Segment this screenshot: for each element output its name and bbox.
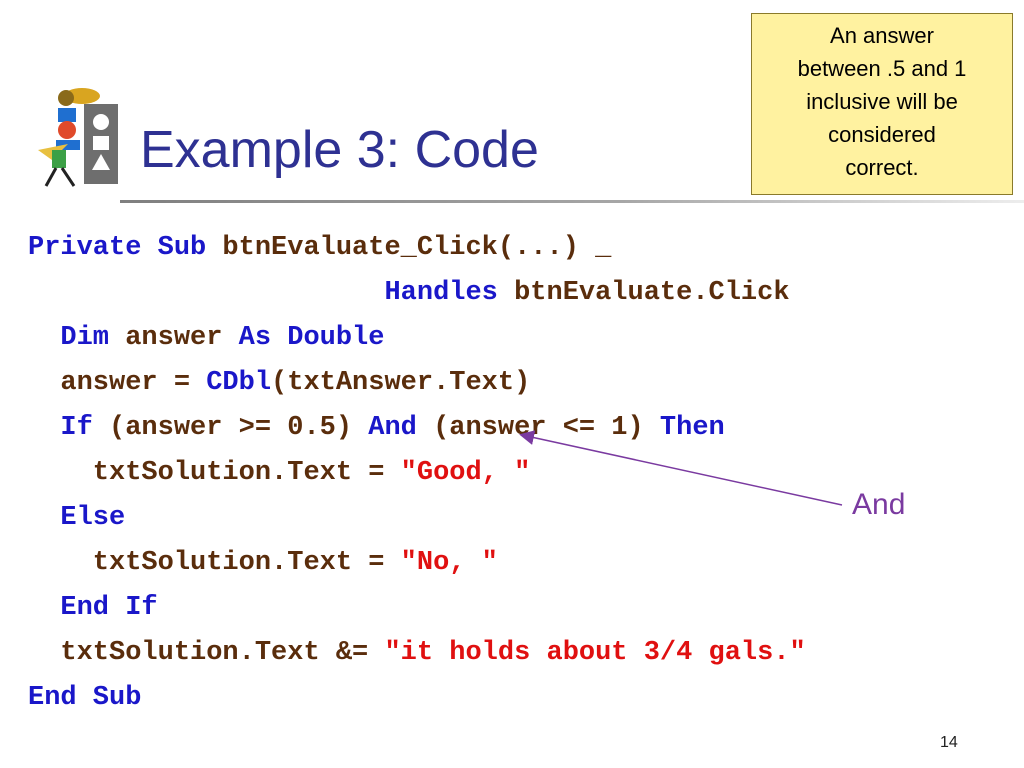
code-text: txtSolution.Text &= (28, 638, 385, 668)
code-text: (txtAnswer.Text) (271, 368, 531, 398)
title-divider (120, 200, 1024, 203)
code-text (28, 413, 60, 443)
code-line: txtSolution.Text &= "it holds about 3/4 … (28, 631, 806, 676)
code-text (28, 503, 60, 533)
code-keyword: If (60, 413, 93, 443)
code-text (28, 278, 384, 308)
code-string: "No, " (400, 548, 498, 578)
code-string: "Good, " (400, 458, 531, 488)
code-line: End Sub (28, 676, 806, 721)
code-text: (answer <= 1) (416, 413, 660, 443)
code-keyword: Then (659, 413, 725, 443)
code-keyword: Else (60, 503, 126, 533)
note-line: correct. (845, 155, 919, 180)
code-keyword: As Double (238, 323, 385, 353)
code-keyword: Private Sub (28, 233, 207, 263)
code-keyword: CDbl (206, 368, 272, 398)
code-text: btnEvaluate_Click(...) _ (206, 233, 612, 263)
code-line: Dim answer As Double (28, 316, 806, 361)
code-text: answer (109, 323, 239, 353)
code-line: Handles btnEvaluate.Click (28, 271, 806, 316)
page-number: 14 (940, 734, 958, 751)
code-text: (answer >= 0.5) (92, 413, 369, 443)
code-line: txtSolution.Text = "No, " (28, 541, 806, 586)
note-line: considered (828, 122, 936, 147)
code-text: txtSolution.Text = (28, 548, 401, 578)
logo-figure (22, 84, 122, 189)
code-line: End If (28, 586, 806, 631)
note-line: An answer (830, 23, 934, 48)
slide-title: Example 3: Code (140, 121, 539, 179)
note-line: inclusive will be (806, 89, 958, 114)
code-line: answer = CDbl(txtAnswer.Text) (28, 361, 806, 406)
code-keyword: Handles (384, 278, 498, 308)
note-box: An answer between .5 and 1 inclusive will … (751, 13, 1013, 195)
code-line: If (answer >= 0.5) And (answer <= 1) The… (28, 406, 806, 451)
code-text: btnEvaluate.Click (497, 278, 790, 308)
code-text (28, 593, 60, 623)
code-line: Private Sub btnEvaluate_Click(...) _ (28, 226, 806, 271)
code-text (28, 323, 60, 353)
code-keyword: Dim (60, 323, 110, 353)
code-text: answer = (28, 368, 207, 398)
code-line: Else (28, 496, 806, 541)
code-keyword: End Sub (28, 683, 142, 713)
code-text: txtSolution.Text = (28, 458, 401, 488)
note-line: between .5 and 1 (797, 56, 967, 81)
code-line: txtSolution.Text = "Good, " (28, 451, 806, 496)
callout-label: And (852, 488, 906, 521)
code-block: Private Sub btnEvaluate_Click(...) _ Han… (28, 226, 806, 721)
code-keyword: End If (60, 593, 158, 623)
code-keyword: And (368, 413, 417, 443)
code-string: "it holds about 3/4 gals." (384, 638, 806, 668)
